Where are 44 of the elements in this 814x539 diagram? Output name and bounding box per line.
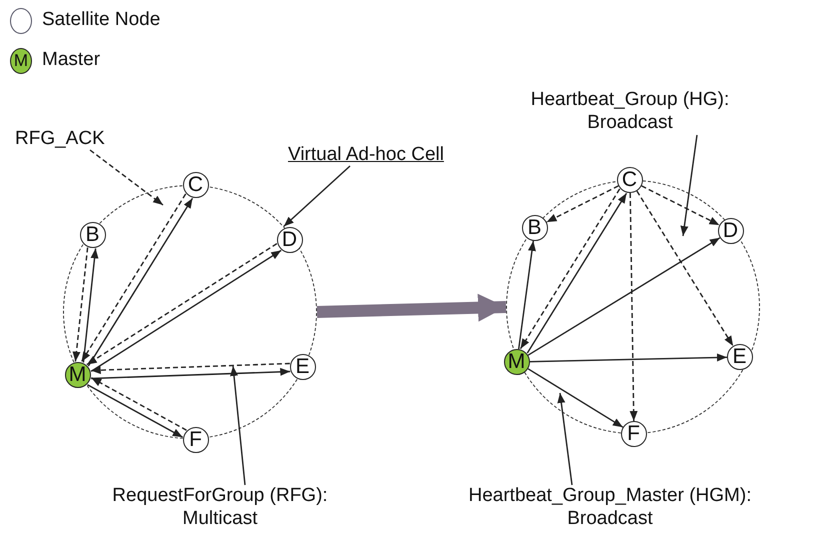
legend-text: Master bbox=[42, 49, 100, 71]
annotation-text: RFG_ACK bbox=[15, 127, 125, 150]
arrow bbox=[630, 192, 638, 422]
leader-line bbox=[90, 149, 164, 206]
satellite-node: D bbox=[718, 218, 744, 244]
arrow bbox=[530, 354, 728, 362]
transition-arrow bbox=[316, 294, 506, 322]
arrow bbox=[90, 362, 290, 374]
master-node: M bbox=[64, 362, 90, 388]
arrow bbox=[641, 185, 720, 226]
satellite-node: E bbox=[726, 344, 752, 370]
satellite-node: B bbox=[522, 214, 548, 240]
satellite-node: B bbox=[80, 222, 106, 248]
satellite-node: C bbox=[182, 172, 208, 198]
arrow bbox=[526, 192, 628, 354]
leader-line bbox=[557, 392, 573, 486]
arrow bbox=[520, 188, 620, 350]
arrow bbox=[88, 198, 194, 366]
leader-line bbox=[230, 366, 246, 486]
satellite-node: D bbox=[276, 226, 302, 252]
annotation-text: RequestForGroup (RFG): Multicast bbox=[75, 484, 365, 530]
legend-text: Satellite Node bbox=[42, 9, 160, 31]
annotation-text: Virtual Ad-hoc Cell bbox=[288, 143, 488, 166]
arrow bbox=[82, 248, 99, 363]
leader-line bbox=[283, 165, 350, 227]
arrow bbox=[528, 368, 624, 428]
arrow bbox=[528, 237, 720, 356]
leader-line bbox=[680, 134, 698, 236]
satellite-node: F bbox=[182, 426, 208, 452]
satellite-node: E bbox=[290, 354, 316, 380]
annotation-text: Heartbeat_Group (HG): Broadcast bbox=[530, 88, 730, 134]
arrow bbox=[90, 377, 187, 431]
master-node: M bbox=[504, 348, 530, 374]
annotation-text: Heartbeat_Group_Master (HGM): Broadcast bbox=[455, 484, 765, 530]
arrow bbox=[72, 247, 88, 362]
arrow bbox=[546, 185, 619, 223]
satellite-node: C bbox=[616, 166, 642, 192]
arrow bbox=[87, 384, 184, 438]
arrow bbox=[91, 368, 290, 380]
arrow bbox=[636, 190, 734, 346]
satellite-node: F bbox=[620, 420, 646, 446]
arrow bbox=[80, 194, 186, 362]
master-swatch: M bbox=[10, 48, 32, 74]
arrow bbox=[518, 240, 536, 350]
